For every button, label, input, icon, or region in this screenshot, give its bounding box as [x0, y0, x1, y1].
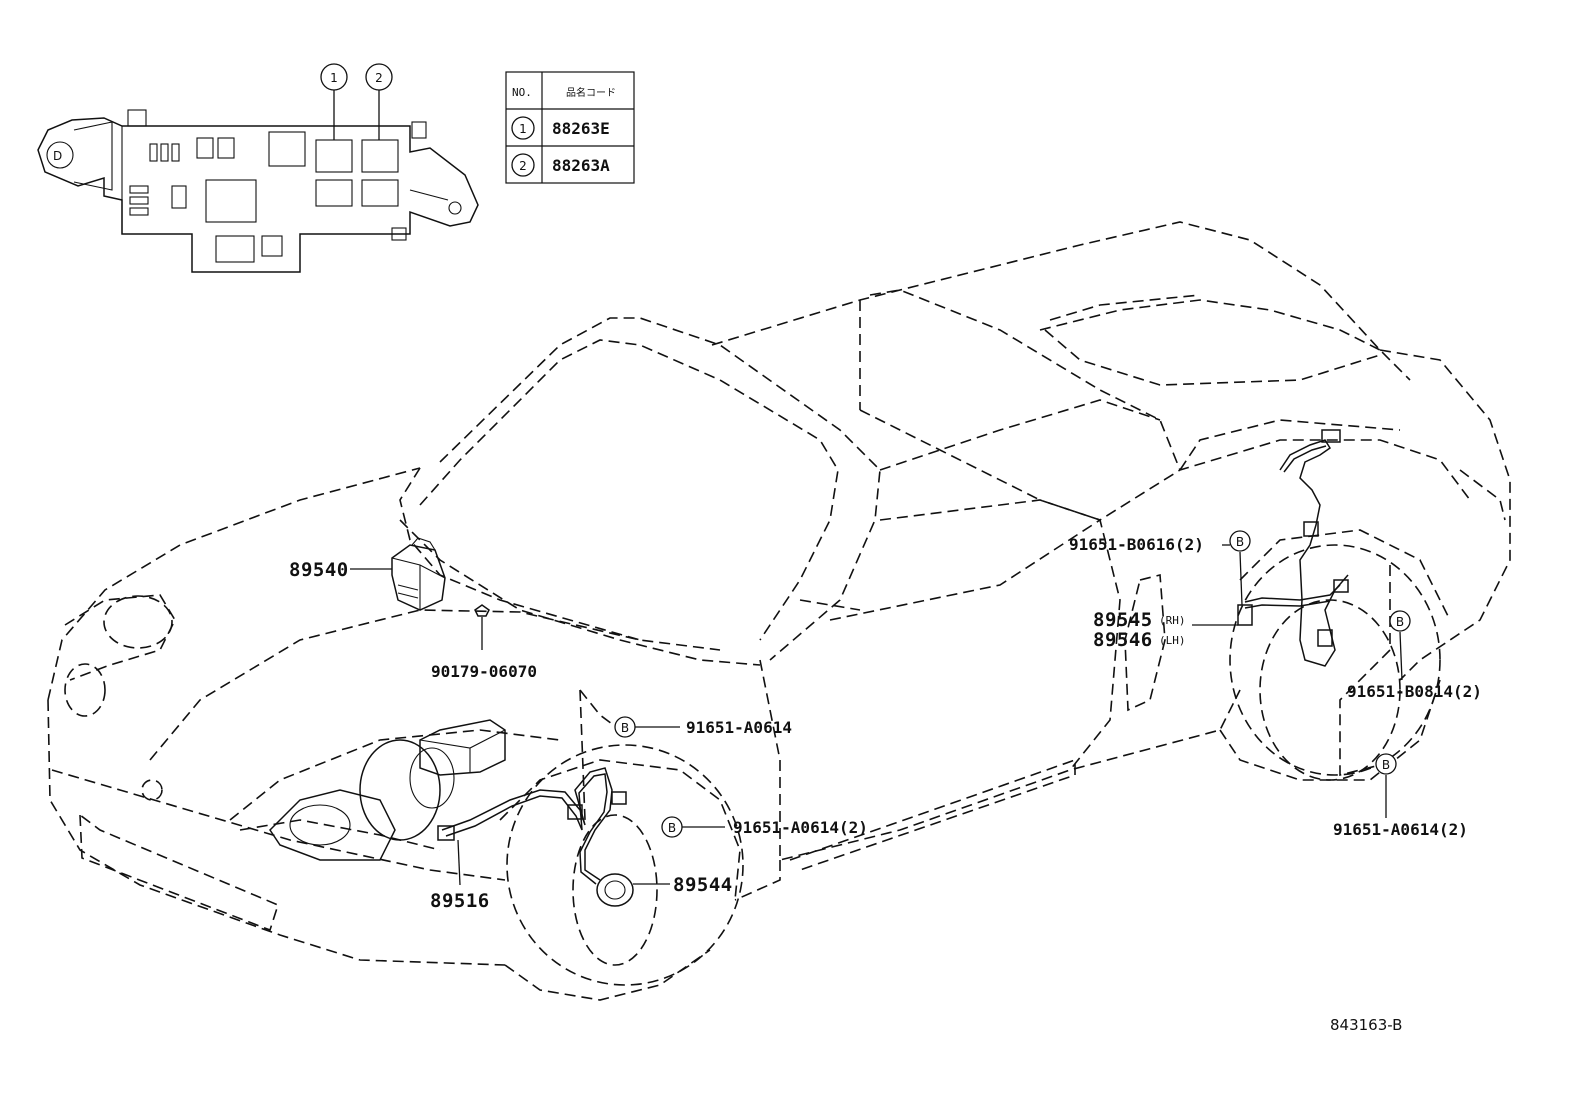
- legend-header-no: NO.: [512, 86, 532, 99]
- label-89540: 89540: [289, 559, 349, 581]
- label-89544: 89544: [673, 874, 733, 896]
- label-89546: 89546: [1093, 629, 1153, 651]
- legend-row-1-no: 1: [519, 122, 527, 136]
- legend-row-2-code: 88263A: [552, 156, 610, 175]
- callout-2: 2: [365, 63, 393, 91]
- car-body-outline: [47, 221, 1511, 1001]
- diagram-reference-number: 843163-B: [1330, 1016, 1402, 1034]
- label-89516: 89516: [430, 890, 490, 912]
- bolt-marker-label: B: [668, 821, 676, 835]
- svg-text:D: D: [53, 149, 62, 163]
- bolt-marker-rear-upper: B: [1229, 530, 1251, 552]
- bolt-marker-rear-lower: B: [1375, 753, 1397, 775]
- relay-block-drawing: D: [37, 90, 479, 273]
- component-89545-rear-sensor: [1237, 429, 1349, 667]
- leader-lines: [350, 544, 1403, 886]
- legend-table: NO. 品名コード 1 88263E 2 88263A: [505, 71, 635, 184]
- bolt-marker-label: B: [1382, 758, 1390, 772]
- component-89540-ecu: [391, 537, 446, 611]
- legend-header-code: 品名コード: [566, 86, 616, 99]
- component-front-actuator: [269, 719, 506, 861]
- component-89516-harness: [437, 767, 627, 885]
- bolt-marker-label: B: [1396, 615, 1404, 629]
- component-89544-sensor: [596, 873, 670, 907]
- callout-1-label: 1: [330, 71, 338, 85]
- component-90179-nut: [474, 604, 490, 650]
- legend-row-1-code: 88263E: [552, 119, 610, 138]
- label-91651-a0614: 91651-A0614: [686, 718, 792, 737]
- bolt-marker-rear-mid: B: [1389, 610, 1411, 632]
- bolt-marker-front-lower: B: [661, 816, 683, 838]
- label-91651-a0614-2-rear: 91651-A0614(2): [1333, 820, 1468, 839]
- bolt-marker-label: B: [621, 721, 629, 735]
- legend-row-2-no: 2: [519, 159, 527, 173]
- label-91651-a0614-2-front: 91651-A0614(2): [733, 818, 868, 837]
- label-89546-side: (LH): [1159, 634, 1186, 647]
- label-89545-side: (RH): [1159, 614, 1186, 627]
- label-90179-06070: 90179-06070: [431, 662, 537, 681]
- callout-2-label: 2: [375, 71, 383, 85]
- callout-1: 1: [320, 63, 348, 91]
- bolt-marker-label: B: [1236, 535, 1244, 549]
- label-89545: 89545: [1093, 609, 1153, 631]
- label-91651-b0814-2: 91651-B0814(2): [1347, 682, 1482, 701]
- label-91651-b0616-2: 91651-B0616(2): [1069, 535, 1204, 554]
- bolt-marker-front-upper: B: [614, 716, 636, 738]
